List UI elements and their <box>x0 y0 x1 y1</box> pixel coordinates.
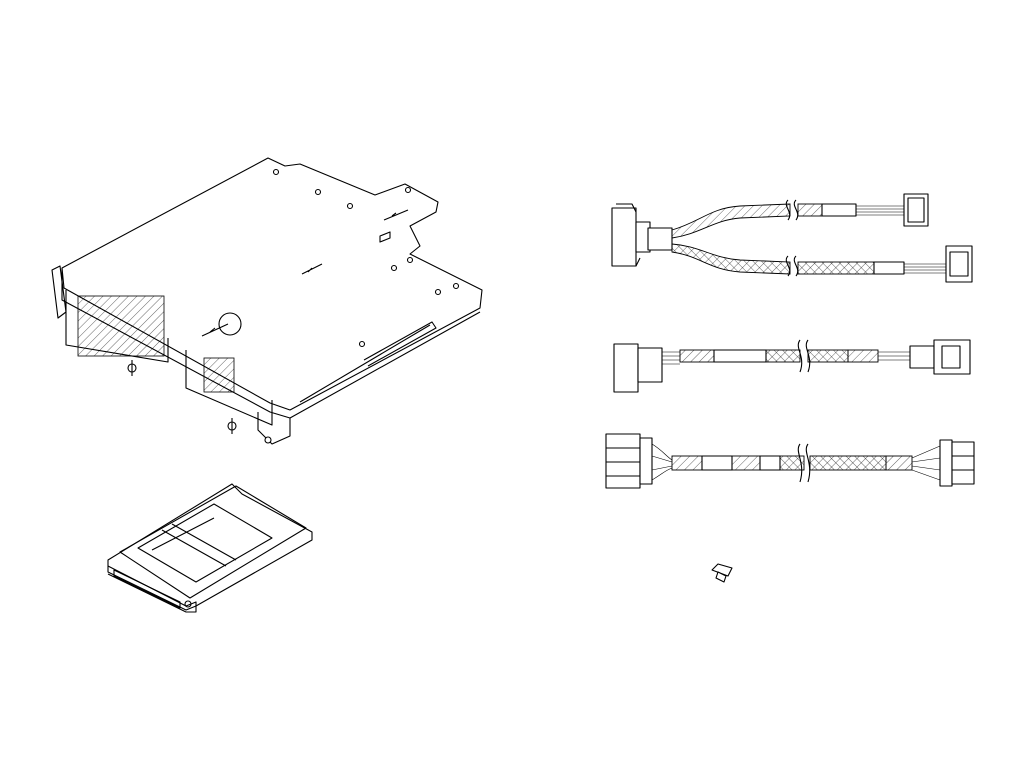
screw <box>711 563 733 583</box>
thumbscrew <box>127 360 272 444</box>
y-split-cable <box>611 193 973 283</box>
mini-sas-cable <box>613 339 971 393</box>
power-cable <box>605 433 975 489</box>
drive-tray <box>107 483 313 613</box>
drive-cage <box>51 157 483 445</box>
